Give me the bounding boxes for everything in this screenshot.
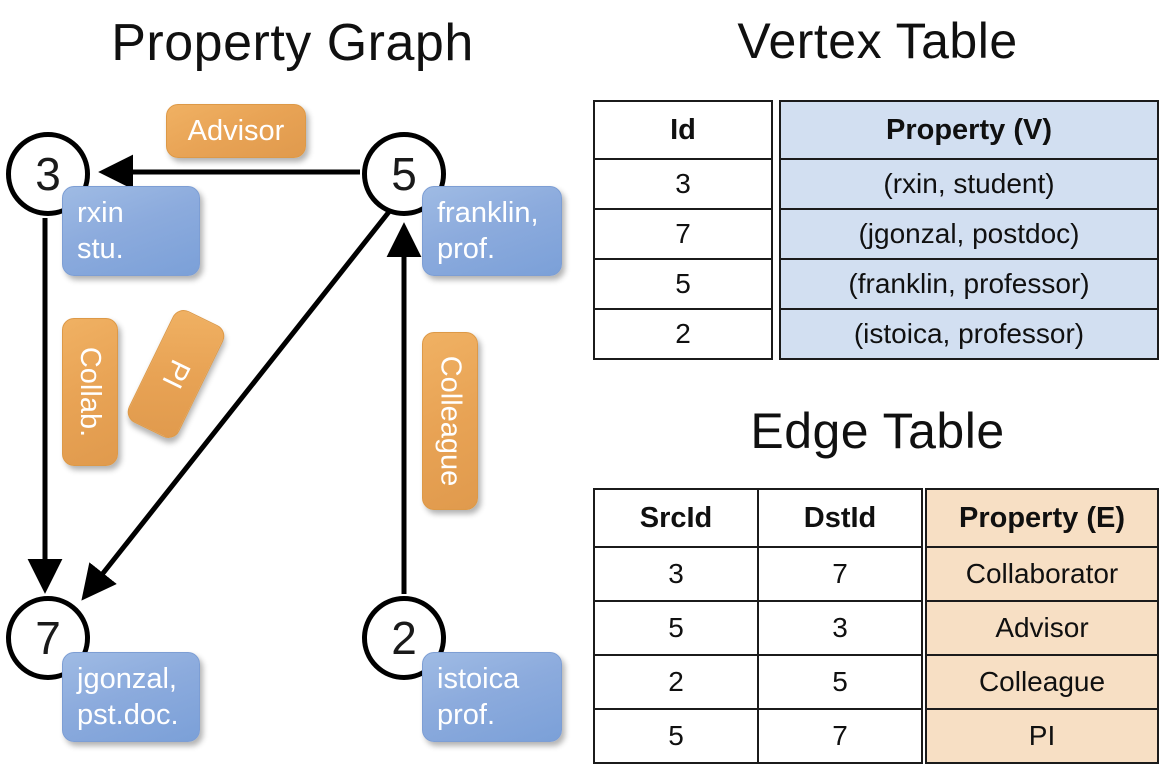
graph-edges-svg <box>27 154 422 601</box>
edge-table-property-column: Property (E) Collaborator Advisor Collea… <box>925 488 1159 764</box>
node-property-7-line2: pst.doc. <box>77 699 179 731</box>
edge-property-cell: Advisor <box>925 600 1159 656</box>
edge-label-advisor-text: Advisor <box>187 115 285 147</box>
graph-node-2[interactable]: 2 <box>362 596 446 680</box>
graph-node-5-label: 5 <box>391 148 417 200</box>
table-header-row: Property (V) <box>779 100 1159 160</box>
page-title-edge-table: Edge Table <box>750 403 1005 459</box>
table-row: 7 <box>593 208 773 260</box>
vertex-property-cell: (jgonzal, postdoc) <box>779 208 1159 260</box>
edge-label-colleague: Colleague <box>422 332 478 510</box>
edge-dst-cell: 5 <box>757 654 923 710</box>
edge-dst-cell: 3 <box>757 600 923 656</box>
node-property-3-line1: rxin <box>77 197 124 229</box>
table-row: 5 7 <box>593 708 923 764</box>
table-row: (jgonzal, postdoc) <box>779 208 1159 260</box>
table-row: 5 3 <box>593 600 923 656</box>
edge-label-collab-text: Collab. <box>74 346 106 438</box>
table-header-row: Id <box>593 100 773 160</box>
node-property-3-line2: stu. <box>77 233 124 265</box>
edge-property-cell: PI <box>925 708 1159 764</box>
edge-src-cell: 2 <box>593 654 759 710</box>
edge-src-cell: 5 <box>593 600 759 656</box>
node-property-5-line2: prof. <box>437 233 496 265</box>
table-header-row: Property (E) <box>925 488 1159 548</box>
node-property-box-7: jgonzal, pst.doc. <box>62 652 200 742</box>
edge-label-colleague-text: Colleague <box>434 355 467 487</box>
edge-label-advisor: Advisor <box>166 104 306 158</box>
node-property-7-line1: jgonzal, <box>77 663 177 695</box>
page-title-vertex-table: Vertex Table <box>737 13 1018 69</box>
edge-src-cell: 3 <box>593 546 759 602</box>
vertex-property-cell: (franklin, professor) <box>779 258 1159 310</box>
table-row: 3 7 <box>593 546 923 602</box>
table-row: Collaborator <box>925 546 1159 602</box>
edge-dst-cell: 7 <box>757 546 923 602</box>
edge-table-header-dstid: DstId <box>757 488 923 548</box>
table-row: 2 5 <box>593 654 923 710</box>
edge-label-collab: Collab. <box>62 318 118 466</box>
graph-node-2-label: 2 <box>391 612 417 664</box>
table-header-row: SrcId DstId <box>593 488 923 548</box>
edge-src-cell: 5 <box>593 708 759 764</box>
vertex-id-cell: 2 <box>593 308 773 360</box>
table-row: (rxin, student) <box>779 158 1159 210</box>
node-property-2-line2: prof. <box>437 699 496 731</box>
graph-node-7-label: 7 <box>35 612 61 664</box>
table-row: 2 <box>593 308 773 360</box>
table-row: PI <box>925 708 1159 764</box>
table-row: (franklin, professor) <box>779 258 1159 310</box>
edge-table-header-property: Property (E) <box>925 488 1159 548</box>
vertex-id-cell: 7 <box>593 208 773 260</box>
node-property-box-5: franklin, prof. <box>422 186 562 276</box>
vertex-table-property-column: Property (V) (rxin, student) (jgonzal, p… <box>779 100 1159 360</box>
vertex-id-cell: 5 <box>593 258 773 310</box>
node-property-5-line1: franklin, <box>437 197 539 229</box>
vertex-property-cell: (istoica, professor) <box>779 308 1159 360</box>
property-graph-diagram: Advisor Collab. PI Colleague 3 5 7 2 rxi… <box>0 0 585 760</box>
node-property-box-3: rxin stu. <box>62 186 200 276</box>
edge-label-pi-text: PI <box>155 354 197 394</box>
edge-property-cell: Collaborator <box>925 546 1159 602</box>
node-property-box-2: istoica prof. <box>422 652 562 742</box>
edge-property-cell: Colleague <box>925 654 1159 710</box>
vertex-property-cell: (rxin, student) <box>779 158 1159 210</box>
edge-table-header-srcid: SrcId <box>593 488 759 548</box>
node-property-2-line1: istoica <box>437 663 520 695</box>
table-row: 5 <box>593 258 773 310</box>
table-row: Advisor <box>925 600 1159 656</box>
graph-node-5[interactable]: 5 <box>362 132 446 216</box>
vertex-table-id-column: Id 3 7 5 2 <box>593 100 773 360</box>
vertex-table-header-property: Property (V) <box>779 100 1159 160</box>
vertex-id-cell: 3 <box>593 158 773 210</box>
edge-dst-cell: 7 <box>757 708 923 764</box>
page-title-property-graph: Property Graph <box>111 14 474 72</box>
table-row: (istoica, professor) <box>779 308 1159 360</box>
edge-table-src-dst-columns: SrcId DstId 3 7 5 3 2 5 5 7 <box>593 488 923 764</box>
vertex-table-header-id: Id <box>593 100 773 160</box>
table-row: 3 <box>593 158 773 210</box>
graph-node-3-label: 3 <box>35 148 61 200</box>
edge-line-5-to-7 <box>81 206 394 601</box>
table-row: Colleague <box>925 654 1159 710</box>
